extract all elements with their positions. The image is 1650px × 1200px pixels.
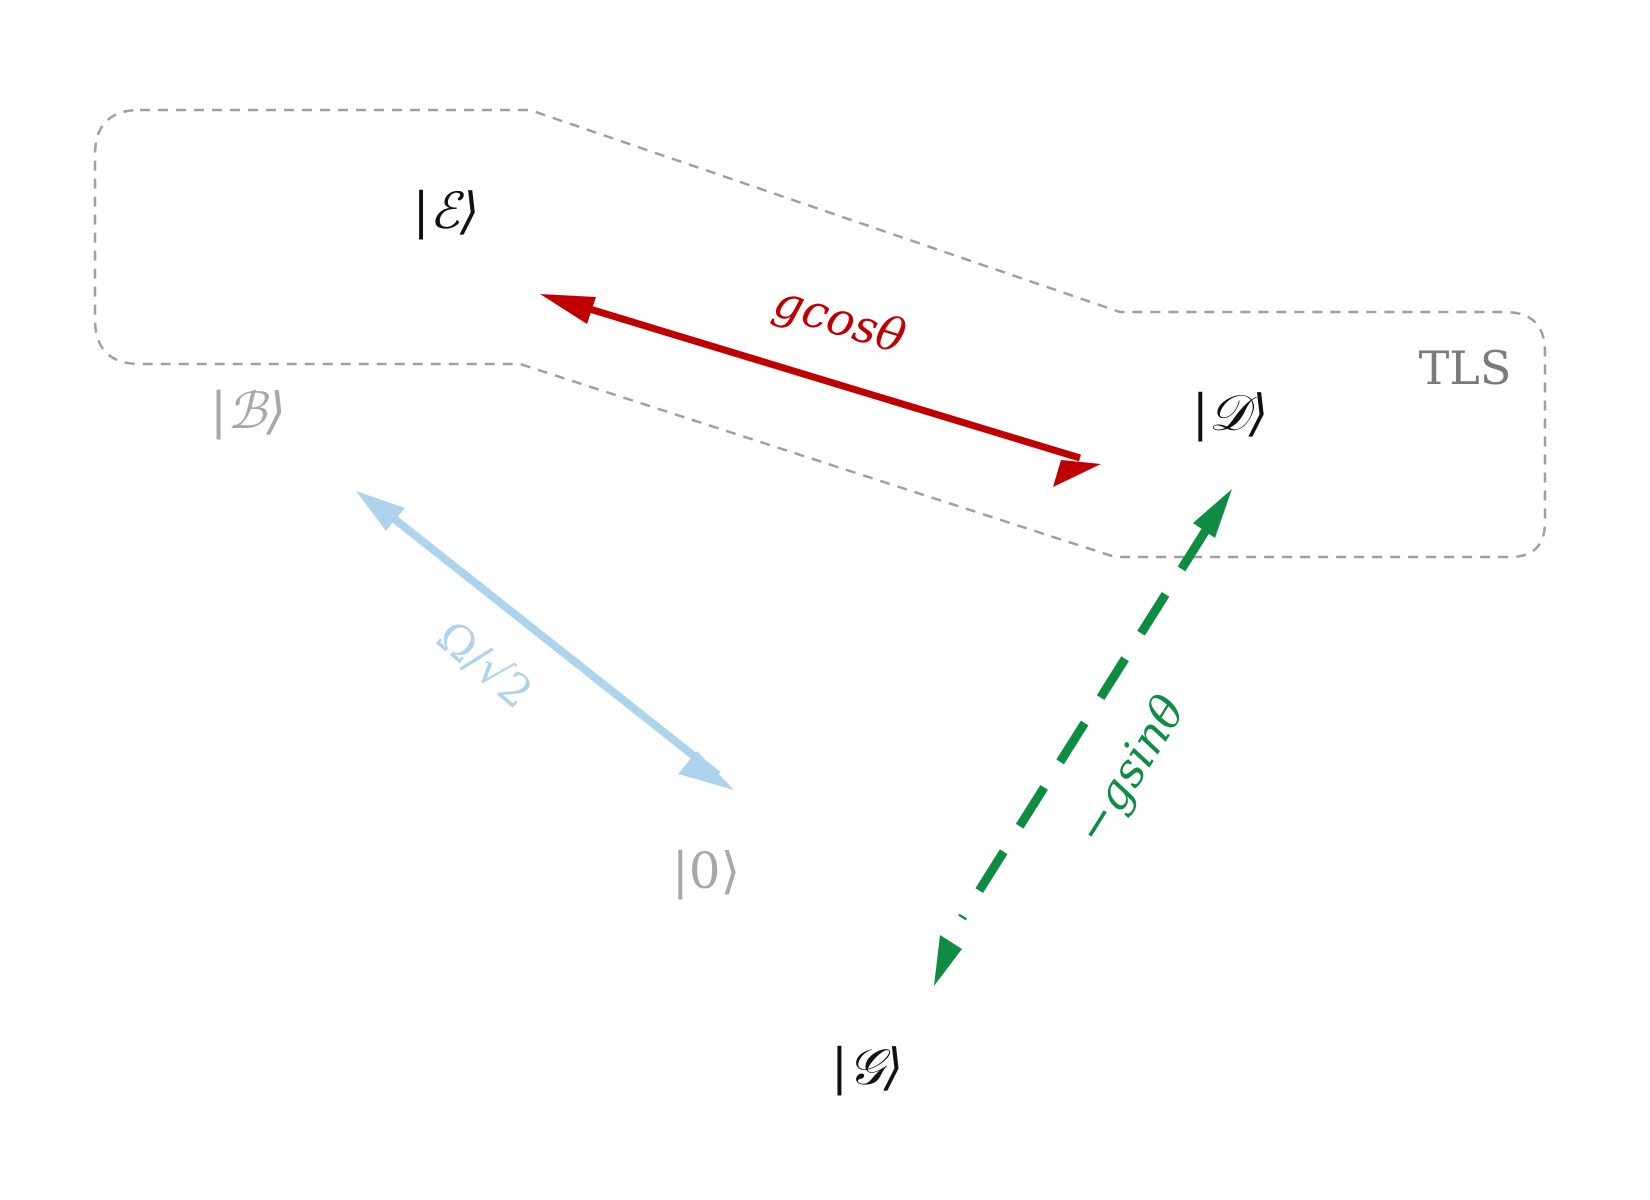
coupling-d-g-arrow	[934, 489, 1232, 986]
coupling-b-zero-label: Ω/√2	[427, 611, 542, 719]
coupling-b-zero-arrow	[356, 491, 734, 790]
level-g-label: |𝒢⟩	[831, 1038, 903, 1096]
coupling-e-d-label: gcosθ	[768, 273, 912, 364]
level-b-label: |ℬ⟩	[210, 382, 286, 440]
coupling-d-g-label: −gsinθ	[1063, 686, 1196, 853]
level-zero-label: |0⟩	[672, 842, 740, 900]
tls-label: TLS	[1419, 341, 1512, 395]
coupling-e-d-arrow	[540, 294, 1101, 487]
level-d-label: |𝒟⟩	[1192, 384, 1268, 442]
level-e-label: |ℰ⟩	[413, 182, 480, 240]
tls-boundary	[93, 108, 1547, 559]
